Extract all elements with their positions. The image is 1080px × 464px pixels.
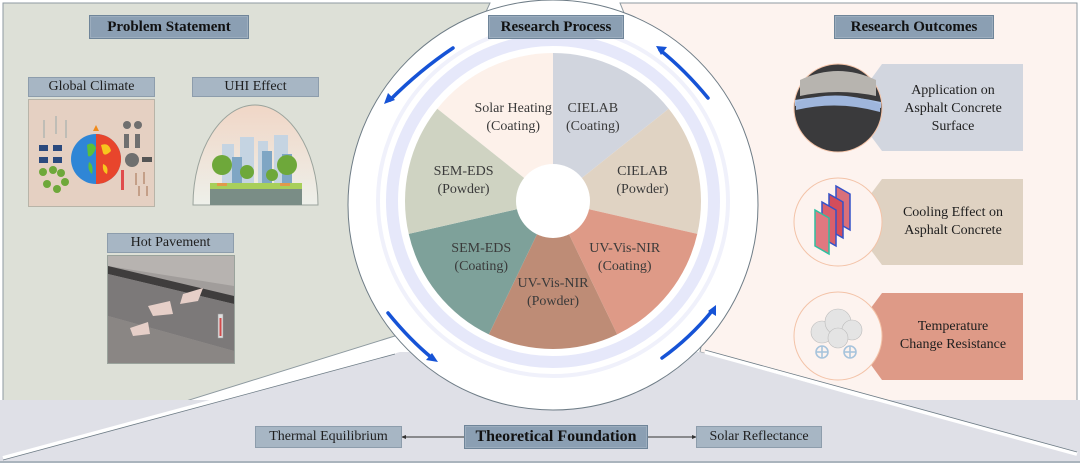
solar-reflectance-box: Solar Reflectance bbox=[696, 426, 822, 448]
global-climate-label: Global Climate bbox=[28, 77, 155, 97]
pie-label-line2: (Coating) bbox=[597, 259, 652, 275]
pie-label-line1: UV-Vis-NIR bbox=[589, 241, 661, 257]
research-process-title: Research Process bbox=[488, 15, 624, 39]
outcome-line: Application on bbox=[911, 83, 995, 98]
pie-segment-label: SEM-EDS (Powder) bbox=[404, 163, 524, 199]
separator-left bbox=[2, 350, 396, 460]
research-outcomes-title: Research Outcomes bbox=[834, 15, 994, 39]
pie-segment bbox=[404, 108, 553, 234]
pie-label-line1: CIELAB bbox=[567, 101, 619, 117]
pie-segment bbox=[553, 108, 701, 234]
hot-pavement-label: Hot Pavement bbox=[107, 233, 234, 253]
hot-pavement-photo bbox=[107, 255, 235, 364]
pie-label-line1: Solar Heating bbox=[474, 101, 552, 117]
outcome-line: Surface bbox=[931, 119, 975, 134]
pie-segment bbox=[408, 201, 553, 335]
problem-statement-title: Problem Statement bbox=[89, 15, 249, 39]
cycle-arrow-bottom-left bbox=[386, 311, 434, 360]
cycle-arrow-top-left bbox=[388, 46, 455, 102]
separator-right-line bbox=[704, 349, 1078, 453]
pie-segment bbox=[488, 201, 618, 349]
pie-center-hole bbox=[516, 164, 590, 238]
pie-segment-label: UV-Vis-NIR (Coating) bbox=[565, 240, 685, 276]
urban-heat-island-illustration bbox=[192, 99, 319, 207]
pie-label-line1: CIELAB bbox=[617, 163, 668, 179]
arrowhead-bottom-left bbox=[426, 353, 438, 362]
pie-segment-label: SEM-EDS (Coating) bbox=[421, 240, 541, 276]
outcome-line: Cooling Effect on bbox=[902, 205, 1004, 220]
pie-label-line2: (Coating) bbox=[454, 259, 509, 275]
outcome-line: Change Resistance bbox=[899, 337, 1007, 352]
pie-segment-label: CIELAB (Powder) bbox=[582, 163, 702, 199]
separator-right bbox=[704, 350, 1078, 456]
global-climate-illustration bbox=[28, 99, 155, 207]
uhi-effect-label: UHI Effect bbox=[192, 77, 319, 97]
pie-segment bbox=[553, 53, 669, 201]
outcome-line: Asphalt Concrete bbox=[904, 101, 1002, 116]
pie-label-line1: SEM-EDS bbox=[433, 163, 494, 179]
pie-label-line1: UV-Vis-NIR bbox=[517, 275, 589, 291]
process-lavender-ring bbox=[386, 34, 720, 368]
pie-label-line1: SEM-EDS bbox=[451, 241, 512, 257]
thermal-equilibrium-box: Thermal Equilibrium bbox=[255, 426, 402, 448]
arrowhead-bottom-right bbox=[708, 305, 716, 316]
outcome-text-application: Application on Asphalt Concrete Surface bbox=[888, 82, 1018, 136]
pie-segment bbox=[553, 201, 698, 335]
outcome-line: Asphalt Concrete bbox=[904, 223, 1002, 238]
pie-label-line2: (Coating) bbox=[486, 119, 540, 135]
cycle-arrow-top-right bbox=[658, 48, 710, 100]
outcome-text-cooling: Cooling Effect on Asphalt Concrete bbox=[888, 204, 1018, 240]
pie-label-line2: (Powder) bbox=[437, 181, 490, 197]
pie-segment-label: CIELAB (Coating) bbox=[533, 100, 653, 136]
pie-segment bbox=[437, 53, 553, 201]
pie-label-line2: (Coating) bbox=[565, 119, 620, 135]
pie-label-line2: (Powder) bbox=[526, 293, 580, 309]
arrowhead-top-left bbox=[384, 93, 395, 104]
separator-left-line bbox=[2, 353, 396, 461]
arrowhead-top-right bbox=[656, 46, 667, 55]
cycle-arrow-bottom-right bbox=[660, 309, 714, 360]
theoretical-foundation-title: Theoretical Foundation bbox=[464, 425, 648, 449]
pie-label-line2: (Powder) bbox=[616, 181, 669, 197]
outcome-line: Temperature bbox=[917, 319, 989, 334]
pie-segment-label: UV-Vis-NIR (Powder) bbox=[493, 275, 613, 311]
pie-segment-label: Solar Heating (Coating) bbox=[453, 100, 573, 136]
outcome-text-temperature: Temperature Change Resistance bbox=[888, 318, 1018, 354]
